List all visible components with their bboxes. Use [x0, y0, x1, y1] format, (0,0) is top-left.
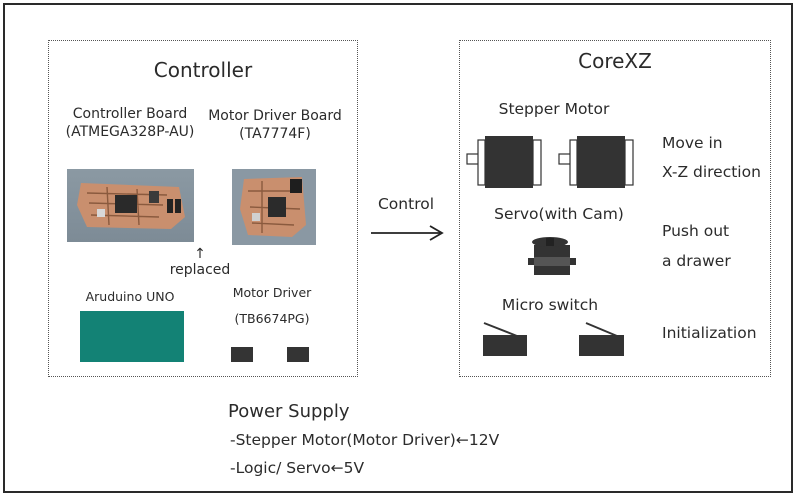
micro-switch-desc: Initialization	[662, 324, 757, 342]
replaced-arrow: ↑	[194, 246, 206, 262]
controller-title: Controller	[153, 58, 253, 82]
stepper-desc-line-2: X-Z direction	[662, 163, 761, 181]
control-label: Control	[377, 195, 435, 213]
stepper-desc-line-1: Move in	[662, 134, 723, 152]
power-line-stepper: -Stepper Motor(Motor Driver)←12V	[230, 431, 500, 449]
motor-driver-label: Motor Driver	[232, 285, 312, 300]
power-line-logic: -Logic/ Servo←5V	[230, 459, 365, 477]
motor-driver-chip-label: (TB6674PG)	[234, 311, 310, 326]
controller-board-photo	[67, 169, 194, 242]
stepper-motor-label: Stepper Motor	[498, 100, 610, 118]
replaced-label: replaced	[169, 262, 231, 278]
driver-board-photo	[232, 169, 316, 245]
driver-board-label: Motor Driver Board	[208, 108, 342, 124]
arduino-uno-board	[80, 311, 184, 362]
motor-driver-chip-b	[287, 347, 309, 362]
controller-board-label: Controller Board	[72, 106, 188, 122]
power-supply-title: Power Supply	[228, 401, 350, 422]
servo-desc-line-2: a drawer	[662, 252, 731, 270]
micro-switch-label: Micro switch	[501, 296, 599, 314]
servo-desc-line-1: Push out	[662, 222, 730, 240]
driver-board-chip-label: (TA7774F)	[239, 126, 311, 142]
arduino-uno-label: Aruduino UNO	[85, 289, 175, 304]
controller-board-chip-label: (ATMEGA328P-AU)	[65, 124, 195, 140]
corexz-group	[459, 40, 771, 377]
controller-group	[48, 40, 358, 377]
motor-driver-chip-a	[231, 347, 253, 362]
servo-label: Servo(with Cam)	[494, 205, 624, 223]
diagram-frame	[3, 3, 793, 493]
corexz-title: CoreXZ	[578, 49, 652, 73]
